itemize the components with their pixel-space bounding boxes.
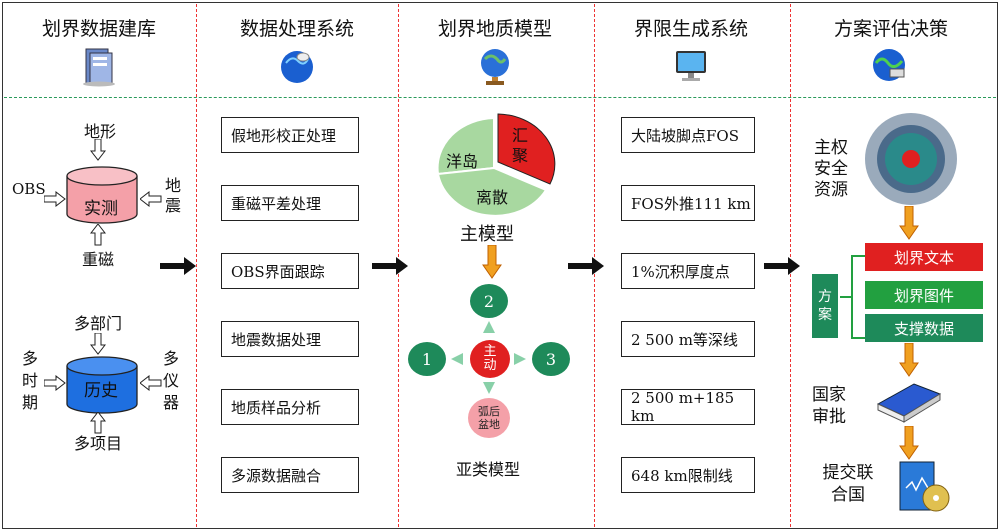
arrow-right-icon — [44, 191, 66, 207]
process-step: 地质样品分析 — [221, 389, 359, 425]
book-icon — [876, 383, 942, 423]
label-obs: OBS — [12, 180, 46, 198]
flow-arrow-icon — [372, 257, 408, 275]
label-multi-period: 多时期 — [22, 349, 39, 412]
database-historical-label: 历史 — [84, 381, 118, 401]
main-model-pie — [436, 113, 556, 217]
submit-un-label: 提交联合国 — [822, 463, 874, 505]
header-decision: 方案评估决策 — [833, 18, 948, 40]
arrow-left-icon — [451, 353, 463, 365]
target-icon — [865, 113, 957, 205]
arrow-down-icon — [482, 245, 502, 279]
globe-icon — [481, 49, 509, 85]
sub-model-node-active: 主动 — [470, 340, 510, 378]
boundary-step: 1%沉积厚度点 — [621, 253, 755, 289]
sub-model-label: 亚类模型 — [456, 460, 521, 479]
scheme-label: 方案 — [812, 274, 838, 338]
approval-label: 国家审批 — [812, 385, 846, 427]
boundary-step: 648 km限制线 — [621, 457, 755, 493]
arrow-down-icon — [899, 206, 919, 240]
globe-laptop-icon — [873, 49, 905, 81]
pie-label-divergent: 离散 — [476, 188, 509, 207]
sub-model-node-3: 3 — [532, 342, 570, 376]
arrow-down-icon — [899, 426, 919, 460]
arrow-down-icon — [899, 343, 919, 377]
flow-arrow-icon — [764, 257, 800, 275]
header-processing: 数据处理系统 — [239, 18, 354, 40]
sub-model-node-2: 2 — [470, 284, 508, 318]
arrow-right-icon — [44, 375, 66, 391]
software-box-icon — [899, 461, 950, 512]
label-terrain: 地形 — [84, 122, 117, 141]
sub-model-node-1: 1 — [408, 342, 446, 376]
label-multi-instrument: 多仪器 — [163, 349, 180, 412]
process-step: 重磁平差处理 — [221, 185, 359, 221]
process-step: 假地形校正处理 — [221, 117, 359, 153]
database-historical — [66, 356, 138, 414]
globe-mouse-icon — [281, 51, 313, 83]
arrow-up-icon — [90, 224, 106, 246]
server-icon — [83, 48, 115, 87]
label-gravmag: 重磁 — [82, 250, 115, 269]
option-boundary-map: 划界图件 — [865, 281, 983, 309]
main-model-label: 主模型 — [460, 224, 514, 245]
label-multi-dept: 多部门 — [74, 314, 123, 333]
sovereignty-label: 主权安全资源 — [814, 138, 848, 200]
header-database: 划界数据建库 — [41, 18, 156, 40]
arrow-up-icon — [90, 412, 106, 434]
process-step: 多源数据融合 — [221, 457, 359, 493]
arrow-down-icon — [483, 382, 495, 394]
process-step: OBS界面跟踪 — [221, 253, 359, 289]
database-measured-label: 实测 — [84, 199, 118, 219]
label-multi-project: 多项目 — [74, 434, 123, 453]
scheme-bracket — [840, 255, 866, 339]
label-seismic: 地震 — [165, 176, 182, 215]
header-divider — [4, 97, 996, 98]
arrow-left-icon — [140, 191, 162, 207]
header-boundary: 界限生成系统 — [633, 18, 748, 40]
header-model: 划界地质模型 — [437, 18, 552, 40]
process-step: 地震数据处理 — [221, 321, 359, 357]
arrow-left-icon — [140, 375, 162, 391]
column-divider — [196, 4, 197, 527]
flow-arrow-icon — [160, 257, 196, 275]
boundary-step: 2 500 m+185 km — [621, 389, 755, 425]
boundary-step: 2 500 m等深线 — [621, 321, 755, 357]
option-boundary-text: 划界文本 — [865, 243, 983, 271]
arrow-down-icon — [90, 333, 106, 355]
option-support-data: 支撑数据 — [865, 314, 983, 342]
sub-model-node-backarc: 弧后盆地 — [468, 398, 510, 438]
boundary-step: 大陆坡脚点FOS — [621, 117, 755, 153]
arrow-right-icon — [514, 353, 526, 365]
arrow-up-icon — [483, 321, 495, 333]
pie-label-ocean-island: 洋岛 — [446, 152, 479, 171]
database-measured — [66, 166, 138, 224]
pie-label-convergent: 汇聚 — [512, 126, 529, 165]
arrow-down-icon — [90, 139, 106, 161]
flow-arrow-icon — [568, 257, 604, 275]
boundary-step: FOS外推111 km — [621, 185, 755, 221]
monitor-icon — [676, 51, 706, 81]
